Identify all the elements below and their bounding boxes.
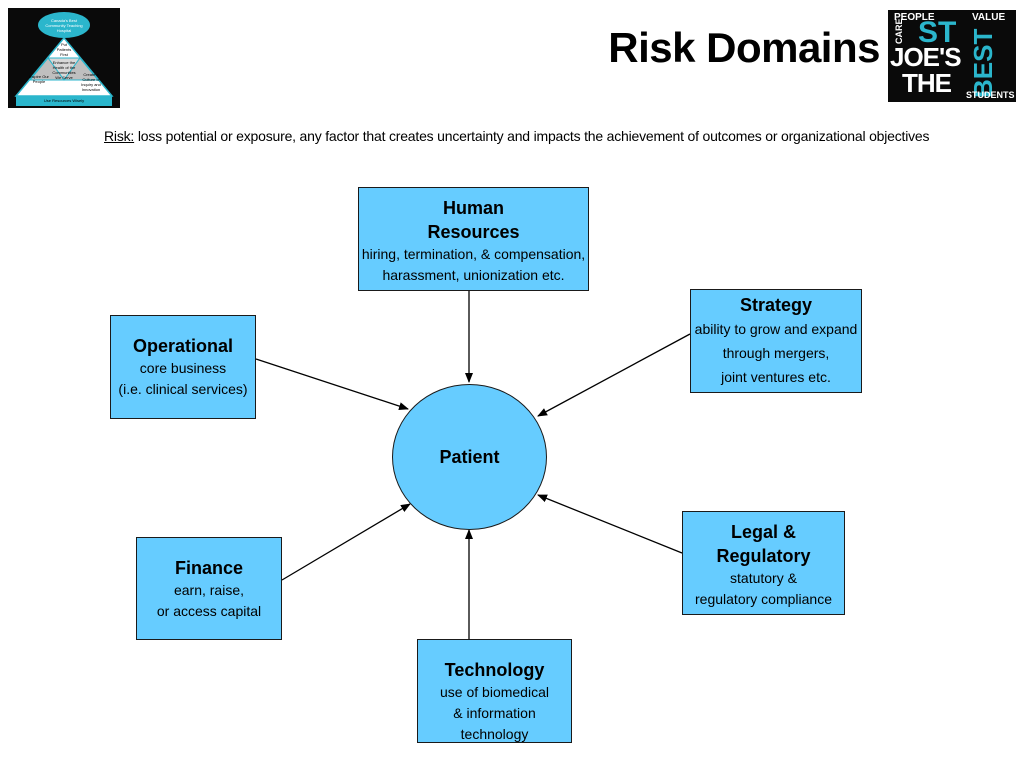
logo-vision-ring: Canada's Best Community Teaching Hospita… bbox=[38, 12, 90, 38]
logo-word-st: ST bbox=[918, 16, 957, 49]
logo-word-value: VALUE bbox=[972, 12, 1006, 23]
logo-word-the: THE bbox=[902, 68, 952, 98]
domain-technology-head: Technology bbox=[444, 660, 545, 680]
logo-label-left: Inspire Our People bbox=[29, 74, 49, 84]
definition-term: Risk: bbox=[104, 128, 135, 144]
domain-legal-desc: statutory & regulatory compliance bbox=[695, 570, 832, 607]
domain-finance-head: Finance bbox=[174, 558, 244, 578]
logo-label-middle: Enhance the Health of the Communities We… bbox=[52, 60, 76, 80]
domain-human-resources-desc: hiring, termination, & compensation, har… bbox=[361, 246, 586, 283]
definition-text: loss potential or exposure, any factor t… bbox=[137, 128, 930, 144]
domain-human-resources-head: Human Resources bbox=[427, 198, 520, 242]
arrow-legal-to-patient bbox=[537, 494, 683, 554]
arrow-operational-to-patient bbox=[255, 358, 409, 410]
domain-finance: Finance earn, raise, or access capital bbox=[136, 537, 282, 640]
domain-operational-head: Operational bbox=[132, 336, 234, 356]
arrow-strategy-to-patient bbox=[537, 333, 691, 417]
logo-word-people: PEOPLE bbox=[894, 12, 935, 23]
domain-operational: Operational core business (i.e. clinical… bbox=[110, 315, 256, 419]
logo-label-base: Use Resources Wisely bbox=[16, 96, 112, 106]
logo-word-students: STUDENTS bbox=[966, 90, 1015, 100]
domain-finance-desc: earn, raise, or access capital bbox=[156, 582, 262, 619]
pyramid-shape bbox=[14, 36, 114, 97]
risk-definition: Risk: loss potential or exposure, any fa… bbox=[104, 128, 1004, 144]
domain-legal-regulatory: Legal & Regulatory statutory & regulator… bbox=[682, 511, 845, 615]
patient-node: Patient bbox=[392, 384, 547, 530]
logo-label-right: Create a Culture of Inquiry and Innovati… bbox=[81, 72, 101, 92]
domain-strategy-head: Strategy bbox=[739, 295, 813, 315]
domain-strategy: Strategy ability to grow and expand thro… bbox=[690, 289, 862, 393]
hospital-pyramid-logo: Canada's Best Community Teaching Hospita… bbox=[8, 8, 120, 108]
arrow-finance-to-patient bbox=[281, 503, 411, 581]
domain-human-resources: Human Resources hiring, termination, & c… bbox=[358, 187, 589, 291]
logo-word-joes: JOE'S bbox=[890, 42, 962, 72]
domain-legal-head: Legal & Regulatory bbox=[716, 522, 811, 566]
domain-technology: Technology use of biomedical & informati… bbox=[417, 639, 572, 743]
logo-label-center: Put Patients First bbox=[56, 42, 72, 57]
domain-strategy-desc: ability to grow and expand through merge… bbox=[694, 321, 858, 385]
domain-operational-desc: core business (i.e. clinical services) bbox=[118, 360, 248, 397]
domain-technology-desc: use of biomedical & information technolo… bbox=[440, 684, 549, 742]
page-title: Risk Domains bbox=[608, 24, 880, 71]
st-joes-logo: PEOPLE VALUE CARE ST JOE'S THE BEST STUD… bbox=[888, 10, 1016, 102]
